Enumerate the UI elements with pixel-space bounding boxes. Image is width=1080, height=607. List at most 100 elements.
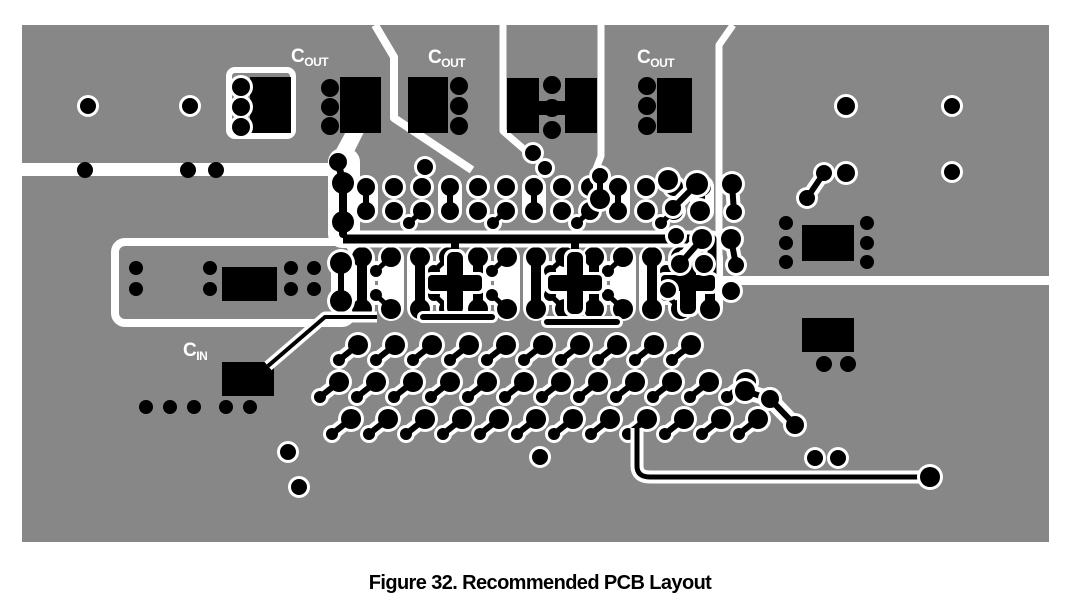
component-pad	[507, 78, 539, 133]
via	[487, 217, 499, 229]
via	[332, 211, 354, 233]
pad-via	[779, 255, 793, 269]
pad-via	[284, 261, 298, 275]
pad-via	[321, 117, 339, 135]
via	[280, 444, 296, 460]
via	[555, 354, 567, 366]
pad-via	[129, 261, 143, 275]
isolated-vias	[77, 94, 963, 498]
right-via-cluster	[655, 161, 858, 437]
via	[526, 409, 546, 429]
cout-label-left: COUT	[291, 46, 329, 69]
via	[497, 178, 515, 196]
pad-via	[139, 400, 153, 414]
component-pad	[222, 267, 277, 301]
via	[496, 335, 516, 355]
via	[208, 162, 224, 178]
via-link-trace	[531, 257, 541, 309]
via	[533, 335, 553, 355]
via	[748, 409, 768, 429]
via	[486, 265, 498, 277]
via	[695, 255, 713, 273]
via	[659, 428, 671, 440]
pad-via	[860, 255, 874, 269]
via	[400, 428, 412, 440]
pad-via	[307, 282, 321, 296]
via-link-trace	[728, 236, 739, 268]
via	[370, 289, 382, 301]
via	[329, 372, 349, 392]
pad-via	[129, 282, 143, 296]
via	[585, 428, 597, 440]
via-link-trace	[677, 236, 705, 267]
via	[573, 391, 585, 403]
component-pad	[657, 78, 692, 133]
pad-via	[321, 79, 339, 97]
component-pad	[802, 318, 854, 352]
pad-via	[243, 400, 257, 414]
via	[570, 335, 590, 355]
pad-via	[638, 117, 656, 135]
via	[489, 409, 509, 429]
lower-via-field	[311, 311, 771, 468]
via	[425, 391, 437, 403]
pad-via	[779, 216, 793, 230]
via	[553, 178, 571, 196]
via	[469, 178, 487, 196]
via	[658, 170, 678, 190]
via	[363, 428, 375, 440]
via	[469, 202, 487, 220]
via	[637, 178, 655, 196]
pad-via	[321, 98, 339, 116]
channel-4	[715, 22, 736, 274]
via	[532, 449, 548, 465]
via	[518, 354, 530, 366]
pad-via	[860, 236, 874, 250]
pin-pad	[232, 118, 250, 136]
pad-via	[638, 97, 656, 115]
via	[333, 354, 345, 366]
via	[944, 98, 960, 114]
via	[329, 153, 347, 171]
cout-label-middle: COUT	[428, 47, 466, 70]
left-component-outline	[226, 67, 296, 139]
cin-label: CIN	[183, 340, 207, 363]
via	[351, 391, 363, 403]
via	[385, 202, 403, 220]
via	[441, 202, 459, 220]
via	[637, 409, 657, 429]
via-link-trace	[670, 181, 700, 211]
via	[662, 372, 682, 392]
via	[348, 335, 368, 355]
via	[415, 409, 435, 429]
via	[370, 354, 382, 366]
via	[602, 265, 614, 277]
via	[681, 335, 701, 355]
via	[629, 354, 641, 366]
via	[332, 172, 354, 194]
via	[77, 162, 93, 178]
component-pads	[77, 75, 874, 414]
via	[474, 428, 486, 440]
via	[666, 354, 678, 366]
via	[690, 201, 710, 221]
pad-via	[203, 261, 217, 275]
via	[180, 162, 196, 178]
cout-label-right: COUT	[637, 47, 675, 70]
via	[602, 289, 614, 301]
via	[378, 409, 398, 429]
via-link-trace	[415, 257, 425, 309]
via	[385, 178, 403, 196]
via	[511, 428, 523, 440]
component-pad	[222, 362, 274, 396]
via	[441, 178, 459, 196]
via	[388, 391, 400, 403]
pad-via	[779, 236, 793, 250]
component-pad	[408, 77, 448, 133]
via	[437, 428, 449, 440]
component-pad	[565, 78, 597, 133]
pad-via	[543, 99, 561, 117]
signal-traces	[264, 311, 943, 490]
via	[699, 372, 719, 392]
